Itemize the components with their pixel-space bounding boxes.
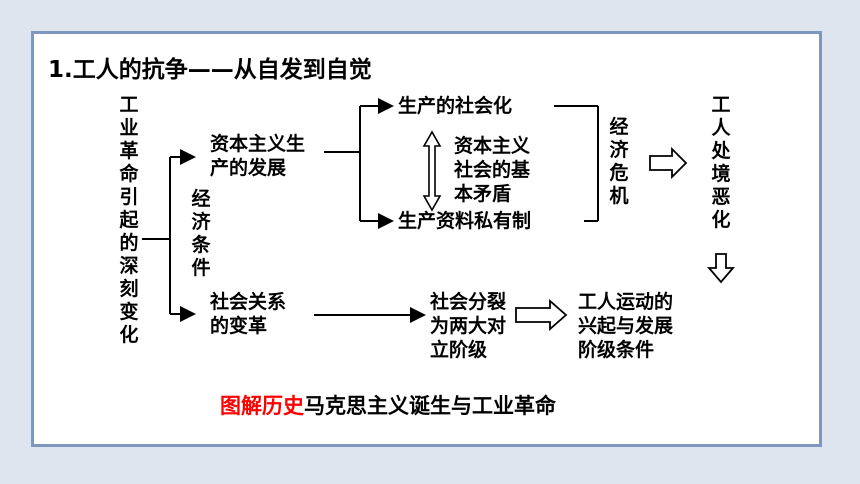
contradiction-line-1: 资本主义 [454,135,531,157]
worsening-conditions-label: 工人处境恶化 [711,94,731,231]
flow-diagram: 工业革命引起的深刻变化 经济条件 资本主义生 产的发展 生产的社会化 资本主义 … [114,92,736,407]
capitalist-production-line-2: 产的发展 [210,157,287,179]
diagram-connectors [142,98,735,331]
private-ownership-label: 生产资料私有制 [398,210,532,232]
contradiction-line-2: 社会的基 [454,159,531,181]
slide-frame: 1.工人的抗争——从自发到自觉 [31,31,822,447]
caption-text: 马克思主义诞生与工业革命 [304,394,556,418]
capitalist-production-line-1: 资本主义生 [210,133,306,155]
arrow-to-movement [515,299,568,331]
root-label: 工业革命引起的深刻变化 [119,94,139,346]
labor-movement-line-2: 兴起与发展 [578,315,674,337]
arrow-to-worsening [649,146,688,180]
caption-highlight: 图解历史 [220,394,304,418]
two-classes-line-3: 立阶级 [430,339,488,361]
arrow-down-to-movement [707,253,735,284]
diagram-caption: 图解历史马克思主义诞生与工业革命 [220,390,556,420]
two-classes-line-2: 为两大对 [430,315,507,337]
economic-condition-label: 经济条件 [191,188,211,279]
social-change-line-1: 社会关系 [210,291,287,313]
social-change-line-2: 的变革 [210,315,268,337]
two-classes-line-1: 社会分裂 [430,291,507,313]
socialized-production-label: 生产的社会化 [398,95,513,117]
double-arrow [422,130,442,212]
economic-crisis-label: 经济危机 [609,116,629,207]
contradiction-line-3: 本矛盾 [454,183,512,205]
labor-movement-line-3: 阶级条件 [578,339,655,361]
labor-movement-line-1: 工人运动的 [578,291,674,313]
section-heading: 1.工人的抗争——从自发到自觉 [48,57,372,83]
